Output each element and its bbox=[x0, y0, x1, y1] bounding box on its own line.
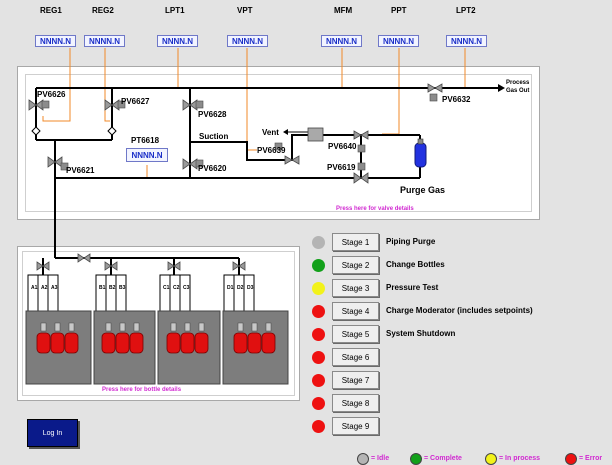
bottle-tag-d3: D3 bbox=[247, 285, 254, 291]
login-button[interactable]: Log In bbox=[27, 419, 78, 447]
piping-panel-inner bbox=[25, 74, 532, 212]
vpt-value: NNNN.N bbox=[227, 35, 268, 47]
ppt-label: PPT bbox=[391, 6, 407, 15]
bottle-tag-d1: D1 bbox=[227, 285, 234, 291]
legend-in-process-icon bbox=[485, 453, 497, 465]
bottle-tag-a3: A3 bbox=[51, 285, 58, 291]
vent-fitting-icon bbox=[307, 127, 324, 142]
stage-9-status-icon bbox=[312, 420, 325, 433]
valve-pv6626-label: PV6626 bbox=[37, 90, 66, 99]
vent-label: Vent bbox=[262, 128, 279, 137]
valve-pv6640-icon[interactable] bbox=[353, 130, 369, 140]
bottle-tag-b2: B2 bbox=[109, 285, 116, 291]
legend-idle-label: = Idle bbox=[371, 455, 390, 462]
purge-gas-label: Purge Gas bbox=[400, 185, 446, 195]
lpt1-label: LPT1 bbox=[165, 6, 185, 15]
reg1-label: REG1 bbox=[40, 6, 62, 15]
bottle-tag-a2: A2 bbox=[41, 285, 48, 291]
stage-3-status-icon bbox=[312, 282, 325, 295]
stage-2-status-icon bbox=[312, 259, 325, 272]
pt6618-label: PT6618 bbox=[131, 136, 160, 145]
stage-6-status-icon bbox=[312, 351, 325, 364]
bottle-tag-b3: B3 bbox=[119, 285, 126, 291]
stage-2-description: Change Bottles bbox=[386, 260, 445, 269]
stage-4-button[interactable]: Stage 4 bbox=[332, 302, 379, 320]
legend-error-label: = Error bbox=[579, 455, 603, 462]
reg1-value: NNNN.N bbox=[35, 35, 76, 47]
valve-pv6621-icon[interactable] bbox=[47, 156, 63, 168]
bottle-panel-inner bbox=[22, 251, 295, 396]
stage-1-button[interactable]: Stage 1 bbox=[332, 233, 379, 251]
stage-9-button[interactable]: Stage 9 bbox=[332, 417, 379, 435]
process-gas-out-label-2: Gas Out bbox=[506, 88, 530, 94]
legend-complete-icon bbox=[410, 453, 422, 465]
stage-3-button[interactable]: Stage 3 bbox=[332, 279, 379, 297]
valve-pv6628-label: PV6628 bbox=[198, 110, 227, 119]
valve-pv6639-icon[interactable] bbox=[284, 155, 300, 165]
bottle-b-valve-icon[interactable] bbox=[104, 261, 118, 271]
valve-pv6628-icon[interactable] bbox=[182, 99, 198, 111]
stage-6-button[interactable]: Stage 6 bbox=[332, 348, 379, 366]
bottle-tag-c1: C1 bbox=[163, 285, 170, 291]
legend-error-icon bbox=[565, 453, 577, 465]
valve-pv6640-label: PV6640 bbox=[328, 142, 357, 151]
lpt2-value: NNNN.N bbox=[446, 35, 487, 47]
valve-pv6626-icon[interactable] bbox=[28, 99, 44, 111]
bottle-d-valve-icon[interactable] bbox=[232, 261, 246, 271]
valve-pv6619-label: PV6619 bbox=[327, 163, 356, 172]
bottle-tag-a1: A1 bbox=[31, 285, 38, 291]
stage-4-description: Charge Moderator (includes setpoints) bbox=[386, 306, 533, 315]
pt6618-value: NNNN.N bbox=[126, 148, 168, 162]
valve-pv6620-label: PV6620 bbox=[198, 164, 227, 173]
valve-details-link[interactable]: Press here for valve details bbox=[336, 206, 414, 212]
valve-pv6632-icon[interactable] bbox=[427, 83, 443, 93]
stage-1-description: Piping Purge bbox=[386, 237, 436, 246]
legend-in-process-label: = In process bbox=[499, 455, 541, 462]
stage-5-description: System Shutdown bbox=[386, 329, 456, 338]
legend-idle-icon bbox=[357, 453, 369, 465]
bottle-c-valve-icon[interactable] bbox=[167, 261, 181, 271]
stage-7-button[interactable]: Stage 7 bbox=[332, 371, 379, 389]
reg2-label: REG2 bbox=[92, 6, 114, 15]
bottle-tag-c2: C2 bbox=[173, 285, 180, 291]
bottle-tag-c3: C3 bbox=[183, 285, 190, 291]
stage-7-status-icon bbox=[312, 374, 325, 387]
valve-pv6619-icon[interactable] bbox=[353, 172, 369, 184]
lpt1-value: NNNN.N bbox=[157, 35, 198, 47]
valve-pv6621-label: PV6621 bbox=[66, 166, 95, 175]
mfm-label: MFM bbox=[334, 6, 353, 15]
bottle-details-link[interactable]: Press here for bottle details bbox=[102, 387, 182, 393]
valve-pv6632-label: PV6632 bbox=[442, 95, 471, 104]
reg2-value: NNNN.N bbox=[84, 35, 125, 47]
valve-pv6639-label: PV6639 bbox=[257, 146, 286, 155]
stage-8-status-icon bbox=[312, 397, 325, 410]
suction-label: Suction bbox=[199, 132, 229, 141]
vpt-label: VPT bbox=[237, 6, 253, 15]
mfm-value: NNNN.N bbox=[321, 35, 362, 47]
bottle-header-valve-icon[interactable] bbox=[77, 253, 91, 263]
bottle-tag-d2: D2 bbox=[237, 285, 244, 291]
stage-1-status-icon bbox=[312, 236, 325, 249]
stage-3-description: Pressure Test bbox=[386, 283, 439, 292]
stage-5-button[interactable]: Stage 5 bbox=[332, 325, 379, 343]
legend-complete-label: = Complete bbox=[424, 455, 462, 462]
valve-pv6627-label: PV6627 bbox=[121, 97, 150, 106]
bottle-tag-b1: B1 bbox=[99, 285, 106, 291]
stage-4-status-icon bbox=[312, 305, 325, 318]
stage-5-status-icon bbox=[312, 328, 325, 341]
process-gas-out-label-1: Process bbox=[506, 80, 530, 86]
purge-gas-cylinder-icon bbox=[414, 138, 427, 168]
bottle-a-valve-icon[interactable] bbox=[36, 261, 50, 271]
reg2-regulator-icon bbox=[107, 126, 117, 136]
stage-8-button[interactable]: Stage 8 bbox=[332, 394, 379, 412]
lpt2-label: LPT2 bbox=[456, 6, 476, 15]
reg1-regulator-icon bbox=[31, 126, 41, 136]
ppt-value: NNNN.N bbox=[378, 35, 419, 47]
stage-2-button[interactable]: Stage 2 bbox=[332, 256, 379, 274]
